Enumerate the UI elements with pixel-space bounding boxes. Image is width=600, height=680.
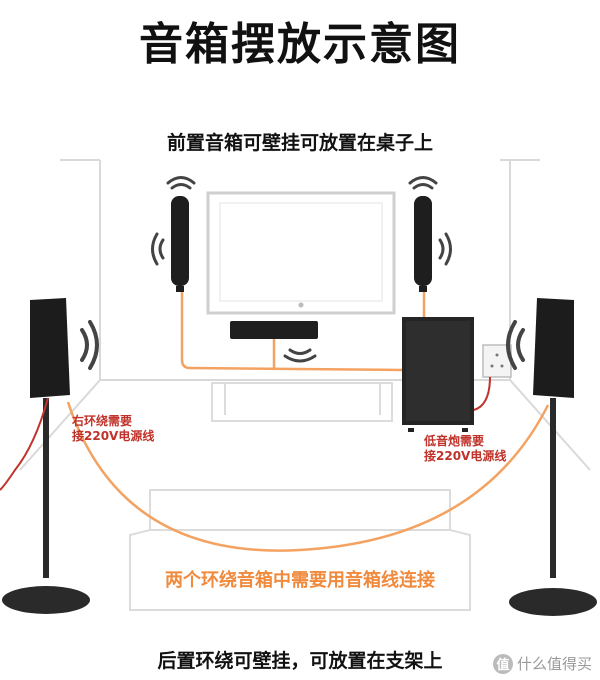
power-cords [0, 376, 491, 491]
surround-wire-note: 两个环绕音箱中需要用音箱线连接 [165, 570, 435, 591]
page-title: 音箱摆放示意图 [139, 19, 461, 70]
front-right-speaker [414, 196, 432, 292]
subwoofer [402, 317, 474, 432]
speaker-wires [66, 292, 550, 552]
rear-speaker-caption: 后置环绕可壁挂，可放置在支架上 [157, 650, 443, 672]
watermark: 值 什么值得买 [492, 653, 592, 674]
right-surround-power-note: 右环绕需要 接220V电源线 [72, 414, 155, 443]
watermark-text: 什么值得买 [516, 655, 592, 673]
watermark-logo: 值 [492, 653, 513, 674]
sofa [129, 489, 471, 611]
rear-right-speaker [509, 298, 597, 616]
sound-wave-icon [80, 176, 525, 370]
front-left-speaker [171, 196, 189, 292]
front-speaker-caption: 前置音箱可壁挂可放置在桌子上 [166, 132, 433, 154]
center-soundbar [230, 321, 318, 339]
rear-left-speaker [2, 298, 90, 614]
subwoofer-power-note: 低音炮需要 接220V电源线 [424, 434, 507, 463]
tv [206, 191, 396, 315]
tv-stand [211, 382, 393, 422]
